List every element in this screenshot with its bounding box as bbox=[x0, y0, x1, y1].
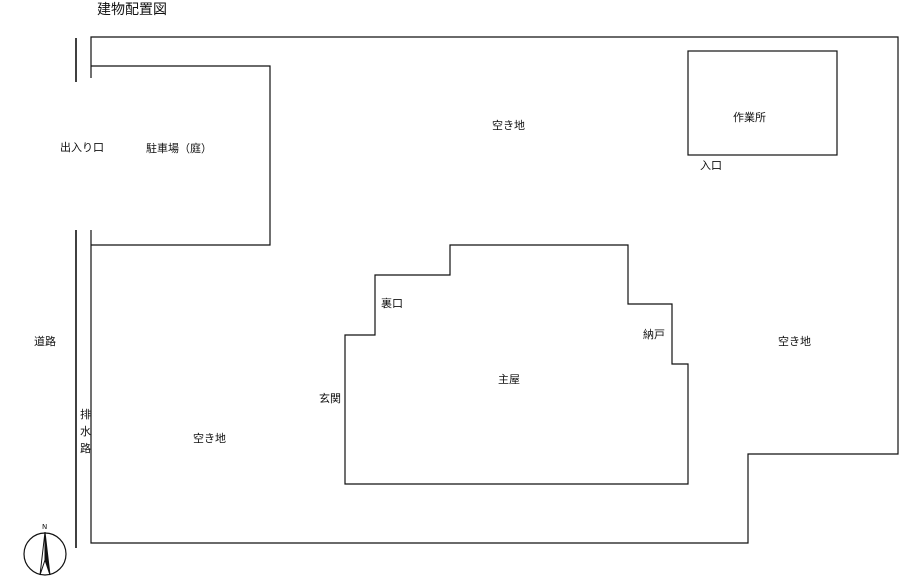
main-house-label: 主屋 bbox=[498, 373, 520, 386]
parking-label: 駐車場（庭） bbox=[146, 141, 212, 155]
vacant-lot-right-label: 空き地 bbox=[778, 334, 811, 348]
diagram-title: 建物配置図 bbox=[97, 2, 167, 18]
vacant-lot-bottom-label: 空き地 bbox=[193, 431, 226, 445]
back-door-label: 裏口 bbox=[381, 296, 403, 310]
drain-label-char-2: 水 bbox=[80, 425, 91, 438]
entrance-exit-label: 出入り口 bbox=[60, 140, 104, 154]
site-boundary bbox=[90, 36, 899, 544]
drain-label-char-1: 排 bbox=[80, 407, 91, 421]
storage-label: 納戸 bbox=[643, 328, 665, 341]
drain-label-char-3: 路 bbox=[80, 442, 91, 455]
north-label: N bbox=[42, 523, 47, 531]
road-label: 道路 bbox=[34, 334, 56, 348]
main-house-outline bbox=[344, 244, 689, 485]
parking-area bbox=[91, 65, 271, 246]
workshop-entrance-label: 入口 bbox=[700, 159, 722, 172]
workshop-building bbox=[687, 50, 838, 156]
vacant-lot-top-label: 空き地 bbox=[492, 118, 525, 132]
front-door-label: 玄関 bbox=[319, 391, 341, 405]
workshop-label: 作業所 bbox=[733, 111, 766, 124]
north-arrow-icon: N bbox=[23, 523, 67, 576]
